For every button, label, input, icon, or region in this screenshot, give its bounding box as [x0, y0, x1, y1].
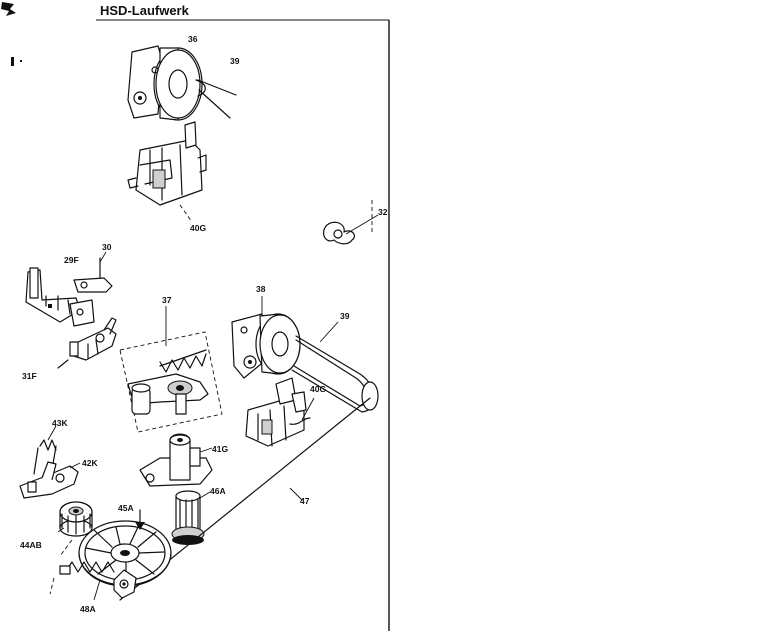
label-48a: 48A	[80, 604, 96, 614]
label-38: 38	[256, 284, 266, 294]
diagram-title: HSD-Laufwerk	[100, 3, 189, 18]
part-29f-lever	[25, 267, 95, 327]
blank-area	[392, 0, 777, 631]
label-39-top: 39	[230, 56, 240, 66]
part-31f-lever	[57, 317, 117, 369]
part-labels: 36 39 40G 32 30 29F 38 39 37 31F 40G 43K…	[20, 34, 388, 614]
part-40g-bracket-mid	[245, 377, 315, 447]
part-45a-gear	[78, 509, 172, 587]
part-37-tension-arm	[119, 306, 223, 433]
part-44ab-gear	[57, 501, 93, 557]
label-39-mid: 39	[340, 311, 350, 321]
label-41g: 41G	[212, 444, 228, 454]
label-30: 30	[102, 242, 112, 252]
part-39-belt	[291, 321, 379, 413]
label-43k: 43K	[52, 418, 68, 428]
part-42k-lever	[19, 461, 81, 499]
part-41g-reel	[139, 433, 213, 487]
scan-artifact	[1, 2, 22, 66]
label-42k: 42K	[82, 458, 98, 468]
part-48a-spring	[49, 561, 137, 601]
part-36-motor-top	[127, 45, 237, 121]
label-37: 37	[162, 295, 172, 305]
part-32-clip	[322, 200, 379, 245]
part-40g-bracket-top	[127, 121, 207, 223]
part-46a-idler	[171, 490, 211, 545]
label-46a: 46A	[210, 486, 226, 496]
label-36: 36	[188, 34, 198, 44]
label-47: 47	[300, 496, 310, 506]
label-32: 32	[378, 207, 388, 217]
label-31f: 31F	[22, 371, 37, 381]
label-29f: 29F	[64, 255, 79, 265]
part-30-link	[73, 251, 113, 293]
part-43k-spring	[33, 425, 57, 475]
label-45a: 45A	[118, 503, 134, 513]
label-44ab: 44AB	[20, 540, 42, 550]
label-40g-top: 40G	[190, 223, 206, 233]
part-38-motor	[231, 296, 301, 379]
label-40g-mid: 40G	[310, 384, 326, 394]
